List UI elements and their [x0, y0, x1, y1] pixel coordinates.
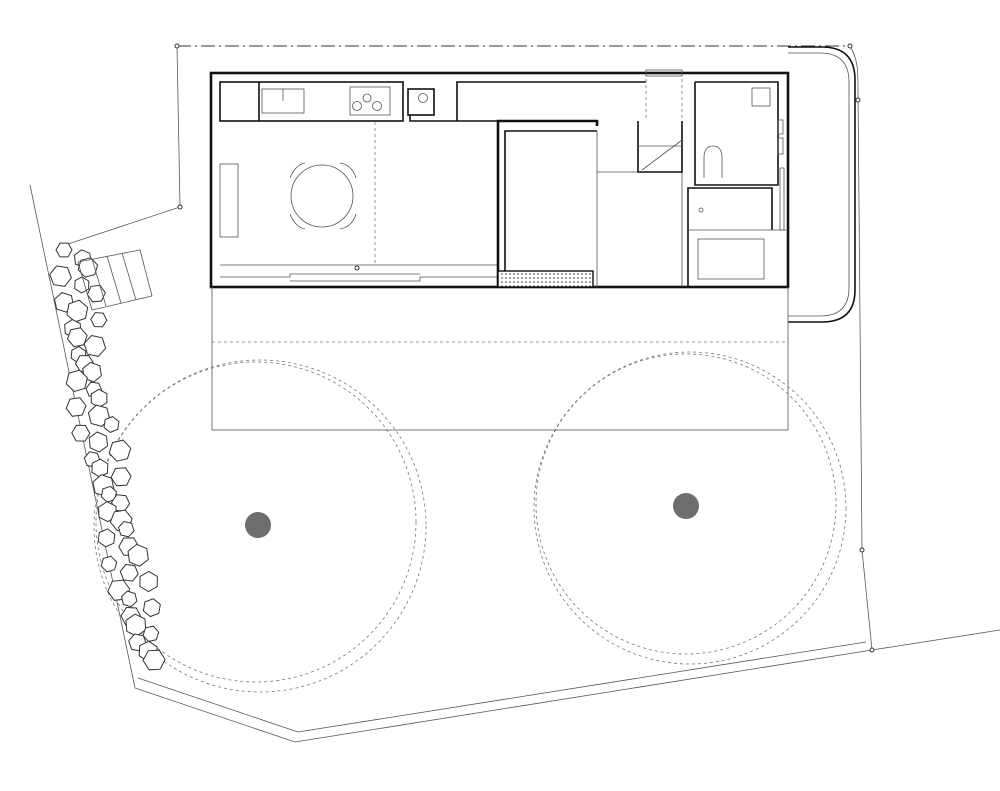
stepping-stone	[139, 570, 158, 593]
toilet	[703, 145, 723, 178]
stepping-stone	[103, 416, 120, 433]
stepping-stone	[90, 312, 108, 328]
basin	[751, 87, 771, 107]
stepping-stone	[83, 334, 107, 357]
stepping-stone	[142, 625, 160, 642]
tree-left	[93, 359, 427, 693]
house	[209, 69, 790, 342]
stepping-stone	[100, 555, 118, 573]
stepping-stone	[110, 467, 132, 487]
stepping-stone	[142, 598, 161, 618]
stepping-stone	[66, 327, 88, 348]
stepping-stone	[65, 397, 87, 417]
wardrobe	[497, 270, 594, 288]
tree-trunk	[245, 512, 271, 538]
stepping-stone	[119, 563, 139, 582]
stepping-stone	[55, 242, 73, 258]
stepping-stone	[127, 543, 149, 567]
dining-table	[290, 164, 354, 228]
stepping-stone	[71, 424, 91, 442]
stepping-stone	[142, 649, 166, 671]
stone-path	[49, 242, 166, 671]
tree-right	[533, 351, 847, 665]
stepping-stone	[108, 439, 132, 462]
stepping-stone	[117, 520, 135, 538]
site-boundary	[29, 43, 1000, 743]
stepping-stone	[66, 299, 89, 323]
stepping-stone	[65, 369, 88, 393]
terrace	[211, 286, 789, 431]
tree-trunk	[673, 493, 699, 519]
stepping-stone	[88, 431, 109, 453]
stepping-stone	[97, 528, 116, 548]
stepping-stone	[120, 590, 138, 608]
garden-steps	[77, 249, 153, 311]
stove	[407, 88, 435, 116]
cooktop	[349, 86, 391, 116]
curved-garden-wall	[788, 46, 856, 323]
bathtub	[697, 238, 765, 280]
stepping-stone	[49, 265, 72, 287]
stepping-stone	[91, 458, 109, 478]
stepping-stone	[90, 388, 108, 408]
